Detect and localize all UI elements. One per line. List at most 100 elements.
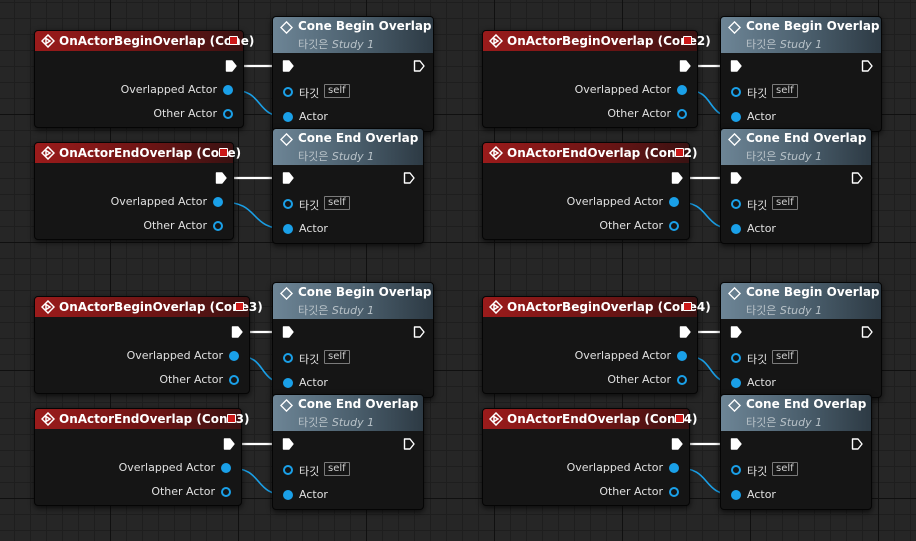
target-pin[interactable] [731, 353, 741, 363]
event-header[interactable]: OnActorBeginOverlap (Cone3) [35, 297, 263, 317]
delete-node-icon[interactable] [675, 414, 684, 423]
target-pin[interactable] [731, 199, 741, 209]
overlapped-actor-pin[interactable] [677, 85, 687, 95]
delete-node-icon[interactable] [675, 148, 684, 157]
other-actor-pin[interactable] [223, 109, 233, 119]
exec-in-pin[interactable] [730, 172, 742, 184]
event-header[interactable]: OnActorBeginOverlap (Cone) [35, 31, 254, 51]
self-default-value[interactable]: self [772, 350, 798, 364]
overlapped-actor-pin[interactable] [213, 197, 223, 207]
actor-pin[interactable] [283, 224, 293, 234]
delete-node-icon[interactable] [235, 302, 244, 311]
end-overlap-event-node[interactable]: OnActorEndOverlap (Cone2)Overlapped Acto… [482, 142, 697, 240]
overlapped-actor-pin[interactable] [669, 197, 679, 207]
exec-out-pin[interactable] [679, 326, 691, 338]
event-header[interactable]: OnActorEndOverlap (Cone3) [35, 409, 249, 429]
exec-out-pin[interactable] [679, 60, 691, 72]
exec-out-pin[interactable] [413, 326, 425, 338]
delete-node-icon[interactable] [683, 36, 692, 45]
begin-overlap-event-node[interactable]: OnActorBeginOverlap (Cone)Overlapped Act… [34, 30, 254, 128]
begin-overlap-event-node[interactable]: OnActorBeginOverlap (Cone2)Overlapped Ac… [482, 30, 711, 128]
exec-in-pin[interactable] [730, 438, 742, 450]
actor-pin[interactable] [283, 378, 293, 388]
other-actor-pin[interactable] [213, 221, 223, 231]
exec-out-pin[interactable] [403, 438, 415, 450]
exec-out-pin[interactable] [861, 60, 873, 72]
target-pin[interactable] [731, 87, 741, 97]
exec-out-pin[interactable] [231, 326, 243, 338]
self-default-value[interactable]: self [324, 350, 350, 364]
actor-pin[interactable] [731, 224, 741, 234]
exec-out-pin[interactable] [225, 60, 237, 72]
exec-in-pin[interactable] [282, 326, 294, 338]
delete-node-icon[interactable] [683, 302, 692, 311]
delete-node-icon[interactable] [219, 148, 228, 157]
delete-node-icon[interactable] [227, 414, 236, 423]
exec-in-pin[interactable] [282, 438, 294, 450]
exec-out-pin[interactable] [851, 172, 863, 184]
overlapped-actor-pin[interactable] [229, 351, 239, 361]
target-pin[interactable] [283, 353, 293, 363]
actor-pin[interactable] [731, 490, 741, 500]
exec-out-pin[interactable] [413, 60, 425, 72]
event-header[interactable]: OnActorEndOverlap (Cone2) [483, 143, 697, 163]
actor-pin[interactable] [283, 112, 293, 122]
self-default-value[interactable]: self [772, 462, 798, 476]
exec-out-pin[interactable] [671, 172, 683, 184]
event-header[interactable]: OnActorBeginOverlap (Cone2) [483, 31, 711, 51]
end-overlap-event-node[interactable]: OnActorEndOverlap (Cone3)Overlapped Acto… [34, 408, 249, 506]
self-default-value[interactable]: self [324, 196, 350, 210]
other-actor-pin[interactable] [229, 375, 239, 385]
other-actor-pin[interactable] [221, 487, 231, 497]
other-actor-pin[interactable] [677, 109, 687, 119]
other-actor-pin[interactable] [677, 375, 687, 385]
actor-pin[interactable] [283, 490, 293, 500]
overlapped-actor-pin[interactable] [677, 351, 687, 361]
event-header[interactable]: OnActorEndOverlap (Cone4) [483, 409, 697, 429]
self-default-value[interactable]: self [324, 84, 350, 98]
exec-in-pin[interactable] [282, 172, 294, 184]
exec-out-pin[interactable] [403, 172, 415, 184]
event-header[interactable]: OnActorBeginOverlap (Cone4) [483, 297, 711, 317]
exec-out-pin[interactable] [861, 326, 873, 338]
begin-overlap-event-node[interactable]: OnActorBeginOverlap (Cone3)Overlapped Ac… [34, 296, 263, 394]
delete-node-icon[interactable] [229, 36, 238, 45]
actor-pin[interactable] [731, 378, 741, 388]
overlapped-actor-pin[interactable] [221, 463, 231, 473]
other-actor-pin[interactable] [669, 221, 679, 231]
target-pin[interactable] [283, 465, 293, 475]
exec-out-pin[interactable] [671, 438, 683, 450]
exec-out-pin[interactable] [223, 438, 235, 450]
exec-in-pin[interactable] [730, 60, 742, 72]
other-actor-pin[interactable] [669, 487, 679, 497]
overlapped-actor-pin[interactable] [223, 85, 233, 95]
actor-pin[interactable] [731, 112, 741, 122]
begin-overlap-event-node[interactable]: OnActorBeginOverlap (Cone4)Overlapped Ac… [482, 296, 711, 394]
exec-out-pin[interactable] [215, 172, 227, 184]
end-overlap-event-node[interactable]: OnActorEndOverlap (Cone4)Overlapped Acto… [482, 408, 697, 506]
end-overlap-event-node[interactable]: OnActorEndOverlap (Cone)Overlapped Actor… [34, 142, 241, 240]
exec-in-pin[interactable] [730, 326, 742, 338]
target-pin[interactable] [283, 199, 293, 209]
self-default-value[interactable]: self [772, 196, 798, 210]
target-pin[interactable] [283, 87, 293, 97]
overlapped-actor-pin[interactable] [669, 463, 679, 473]
exec-out-pin[interactable] [851, 438, 863, 450]
target-pin[interactable] [731, 465, 741, 475]
